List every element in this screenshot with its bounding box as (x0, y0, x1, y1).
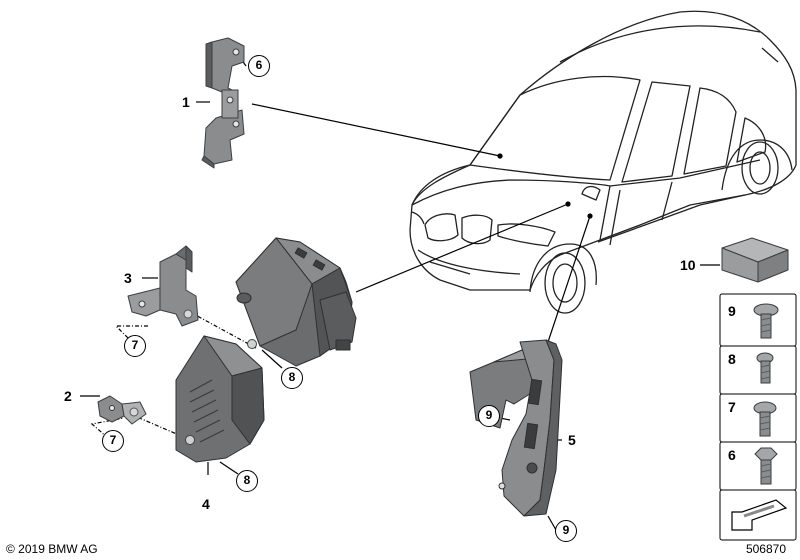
callout-1: 1 (182, 94, 190, 110)
panel-label-6: 6 (728, 447, 736, 463)
car-outline (409, 10, 797, 314)
leader-lines (80, 54, 720, 531)
bracket-part-2 (97, 395, 147, 425)
bracket-part-5 (469, 339, 563, 517)
callout-7-circle: 7 (124, 335, 146, 357)
screw-icons (753, 303, 779, 485)
copyright-text: © 2019 BMW AG (6, 542, 98, 556)
leader-line-5 (547, 215, 591, 343)
callout-9-circle: 9 (478, 405, 500, 427)
callout-2: 2 (64, 388, 72, 404)
callout-7-circle: 7 (102, 430, 124, 452)
callout-8-circle: 8 (236, 470, 258, 492)
foam-block-part-10 (721, 237, 789, 283)
leader-line-4 (355, 203, 569, 293)
panel-cell-9 (719, 293, 797, 347)
bracket-part-3 (127, 245, 199, 327)
callout-8-circle: 8 (281, 367, 303, 389)
arrow-symbol-icon (731, 499, 788, 531)
control-module-part-4 (175, 237, 357, 463)
panel-label-8: 8 (728, 351, 736, 367)
callout-5: 5 (568, 432, 576, 448)
callout-6-circle: 6 (248, 55, 270, 77)
panel-label-9: 9 (728, 303, 736, 319)
callout-3: 3 (124, 270, 132, 286)
panel-label-7: 7 (728, 399, 736, 415)
callout-9-circle: 9 (555, 520, 577, 542)
callout-10: 10 (680, 257, 696, 273)
document-id: 506870 (745, 542, 786, 556)
bracket-part-1 (201, 37, 245, 169)
fastener-panel (719, 293, 797, 541)
leader-line-1 (251, 103, 501, 157)
callout-4: 4 (202, 496, 210, 512)
